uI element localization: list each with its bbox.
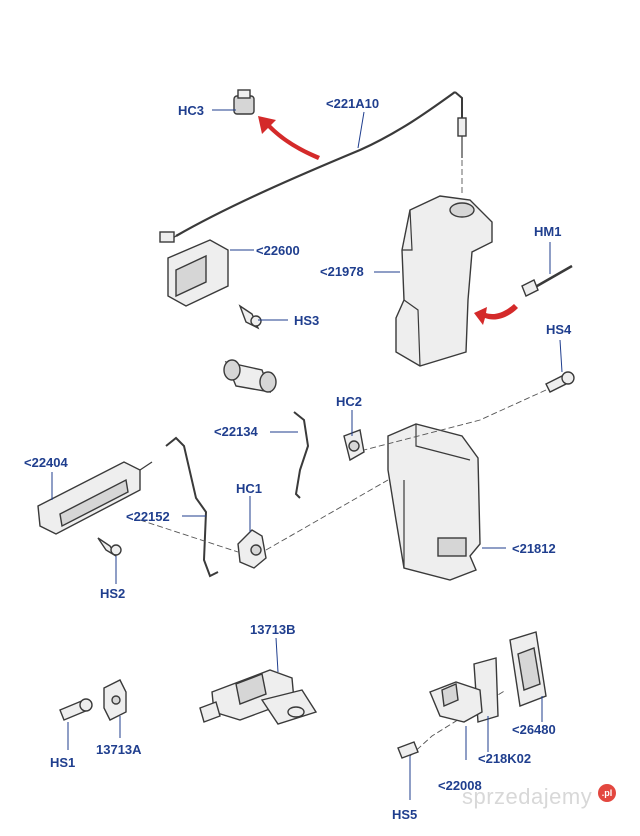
stud-hm1 <box>521 264 573 297</box>
rod-22134 <box>293 411 310 499</box>
arrow-hc3 <box>258 116 320 160</box>
release-cable-221a10 <box>159 91 467 243</box>
cover-21978 <box>395 195 493 367</box>
label-218k02: <218K02 <box>478 751 532 766</box>
watermark-text: sprzedajemy <box>462 784 593 809</box>
label-21812: <21812 <box>512 541 556 556</box>
label-221a10: <221A10 <box>326 96 380 111</box>
clip-hc2 <box>343 429 365 462</box>
label-26480: <26480 <box>512 722 556 737</box>
label-hc1: HC1 <box>236 481 263 496</box>
arrow-hm1 <box>474 304 518 325</box>
label-22008: <22008 <box>438 778 482 793</box>
rod-22152 <box>165 436 219 578</box>
label-22152: <22152 <box>126 509 170 524</box>
label-hs3: HS3 <box>294 313 320 328</box>
leader-lines <box>51 109 563 800</box>
label-hs2: HS2 <box>100 586 126 601</box>
screw-hs5 <box>397 741 419 759</box>
label-hc3: HC3 <box>178 103 205 118</box>
clip-hc3 <box>233 89 255 115</box>
latch-21812 <box>387 423 481 581</box>
label-13713a: 13713A <box>96 742 142 757</box>
lock-barrel <box>223 359 277 393</box>
bolt-hs1 <box>59 698 93 721</box>
bolt-hs3 <box>238 304 262 330</box>
label-13713b: 13713B <box>250 622 296 637</box>
bolt-hs4 <box>545 371 575 393</box>
clip-hc1 <box>237 529 267 569</box>
watermark-badge: .pl <box>598 784 616 802</box>
label-22134: <22134 <box>214 424 258 439</box>
label-hs1: HS1 <box>50 755 76 770</box>
label-22404: <22404 <box>24 455 68 470</box>
label-22600: <22600 <box>256 243 300 258</box>
label-hc2: HC2 <box>336 394 363 409</box>
switch-13713b <box>199 669 318 725</box>
bracket-set-26480 <box>429 631 547 723</box>
handle-22404 <box>37 461 153 535</box>
striker-13713a <box>103 679 127 721</box>
bracket-22600 <box>167 239 229 307</box>
label-hs4: HS4 <box>546 322 572 337</box>
screw-hs2 <box>97 537 122 557</box>
label-hm1: HM1 <box>534 224 562 239</box>
label-hs5: HS5 <box>392 807 418 822</box>
label-21978: <21978 <box>320 264 364 279</box>
